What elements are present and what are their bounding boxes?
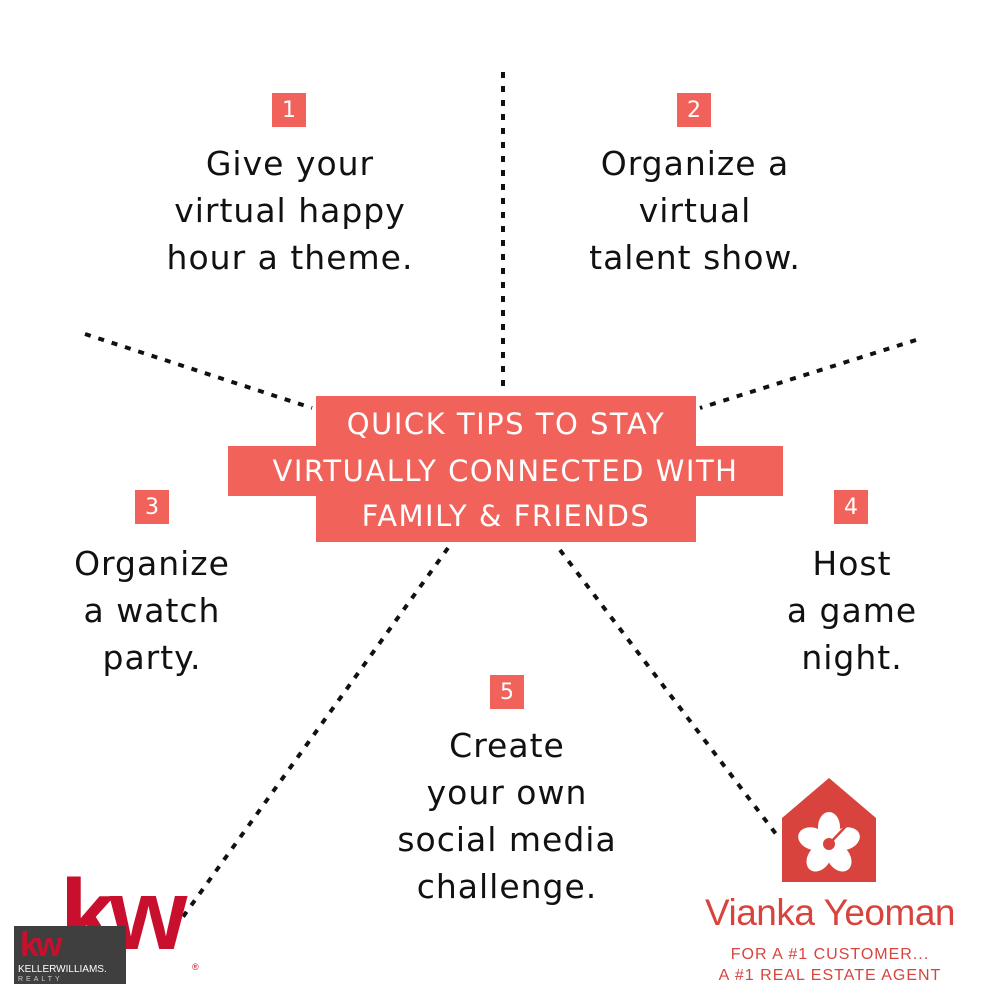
kw-brokerage-name: KELLERWILLIAMS. — [18, 964, 107, 975]
registered-mark: ® — [192, 962, 199, 972]
kw-logo-box: kw KELLERWILLIAMS. REALTY — [14, 926, 126, 984]
divider-upper-left — [84, 332, 313, 410]
house-hibiscus-icon — [782, 778, 876, 882]
tip-4-number-badge: 4 — [834, 490, 868, 524]
tip-5-text: Create your own social media challenge. — [397, 726, 617, 906]
tip-3-text: Organize a watch party. — [74, 544, 230, 677]
kw-brokerage-sub: REALTY — [18, 976, 63, 983]
agent-slogan-line-1: FOR A #1 CUSTOMER... — [730, 946, 930, 963]
tip-3-number-badge: 3 — [135, 490, 169, 524]
kw-box-letters: kw — [20, 926, 62, 964]
tip-1-text: Give your virtual happy hour a theme. — [166, 144, 414, 277]
tip-2-text: Organize a virtual talent show. — [589, 144, 801, 277]
agent-slogan-line-2: A #1 REAL ESTATE AGENT — [718, 967, 942, 984]
tip-1-number-badge: 1 — [272, 93, 306, 127]
title-line-3: FAMILY & FRIENDS — [316, 490, 696, 542]
title-line-1: QUICK TIPS TO STAY — [316, 396, 696, 452]
title-line-2: VIRTUALLY CONNECTED WITH — [228, 446, 783, 496]
tip-2-number-badge: 2 — [677, 93, 711, 127]
tip-4-text: Host a game night. — [786, 544, 918, 677]
divider-lower-right — [558, 548, 778, 836]
divider-upper-right — [699, 338, 917, 410]
tip-5-number-badge: 5 — [490, 675, 524, 709]
agent-name: Vianka Yeoman — [705, 892, 956, 933]
